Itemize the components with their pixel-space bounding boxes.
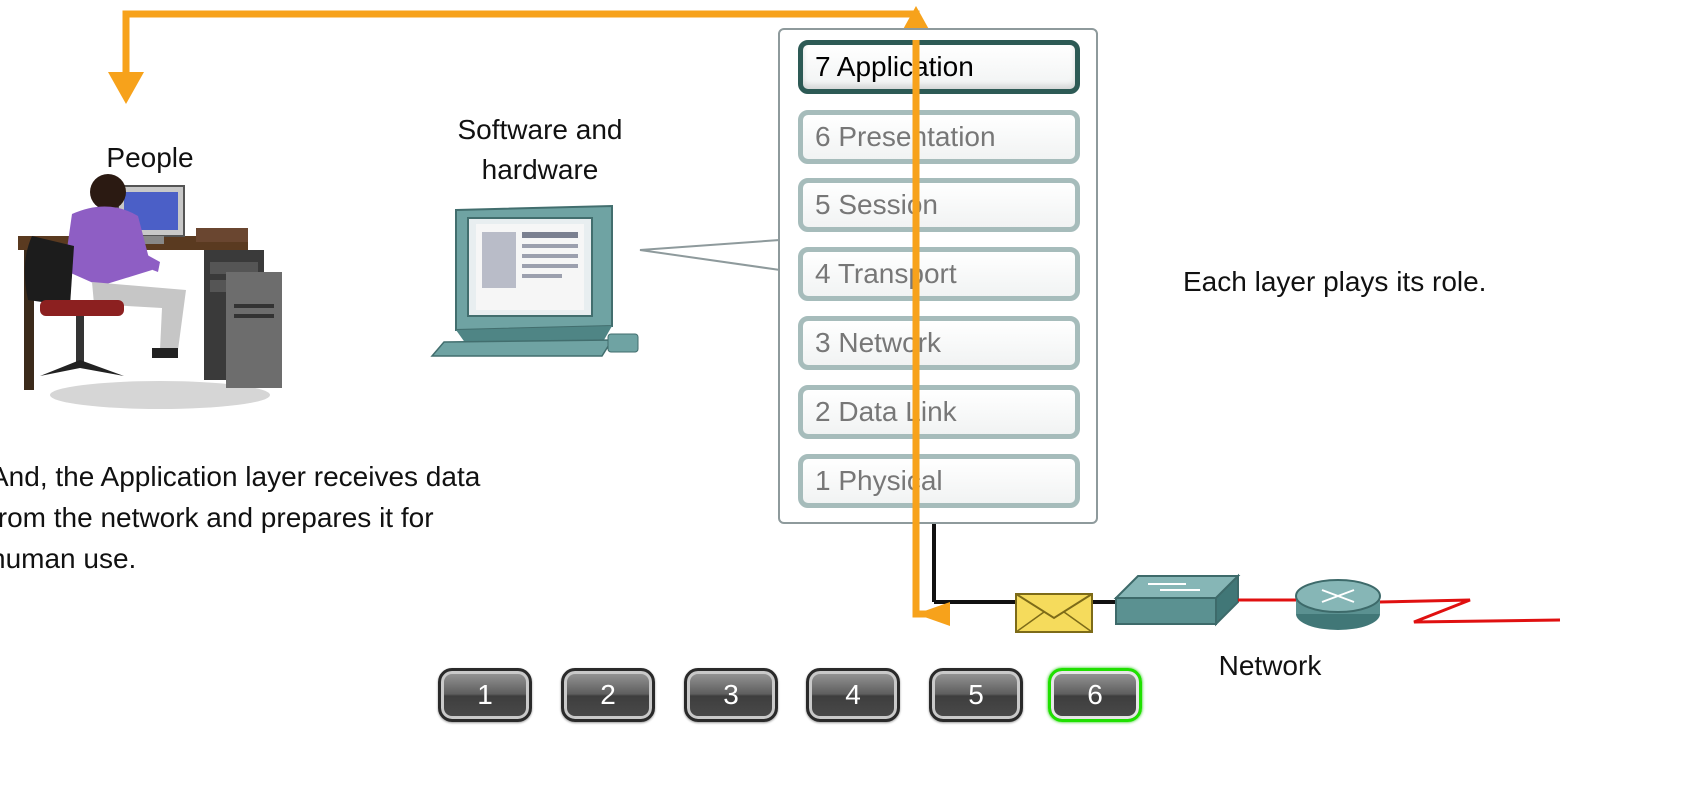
envelope-icon — [1015, 593, 1093, 633]
osi-layer-1[interactable]: 1 Physical — [798, 454, 1080, 508]
osi-layer-3[interactable]: 3 Network — [798, 316, 1080, 370]
each-layer-label: Each layer plays its role. — [1183, 266, 1487, 297]
router-icon — [1295, 579, 1381, 630]
step-button-3[interactable]: 3 — [684, 668, 778, 722]
osi-layer-5[interactable]: 5 Session — [798, 178, 1080, 232]
network-devices — [932, 520, 1561, 630]
step-button-2[interactable]: 2 — [561, 668, 655, 722]
description-text: And, the Application layer receives data… — [0, 461, 481, 574]
software-hardware-label: Software and hardware — [457, 114, 623, 185]
flow-arrowhead-left — [916, 602, 950, 626]
osi-layer-6[interactable]: 6 Presentation — [798, 110, 1080, 164]
osi-layer-7[interactable]: 7 Application — [798, 40, 1080, 94]
people-label: People — [106, 142, 194, 173]
person-at-desk-icon — [18, 174, 282, 409]
step-button-6[interactable]: 6 — [1048, 668, 1142, 722]
network-label: Network — [1218, 650, 1322, 681]
flow-arrowhead-down — [108, 72, 144, 104]
step-button-5[interactable]: 5 — [929, 668, 1023, 722]
switch-icon — [1113, 573, 1241, 627]
osi-layer-2[interactable]: 2 Data Link — [798, 385, 1080, 439]
step-button-1[interactable]: 1 — [438, 668, 532, 722]
computer-icon — [430, 204, 781, 357]
osi-layer-4[interactable]: 4 Transport — [798, 247, 1080, 301]
step-button-4[interactable]: 4 — [806, 668, 900, 722]
